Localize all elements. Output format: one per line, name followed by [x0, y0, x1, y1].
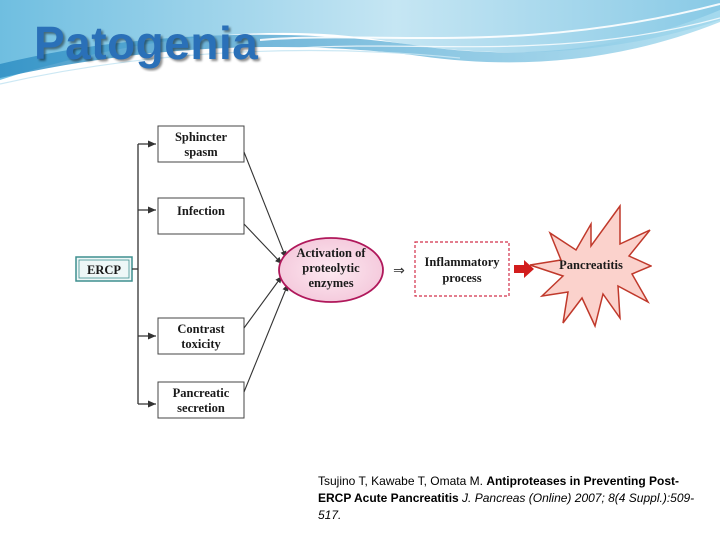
cause-bracket: [132, 140, 156, 408]
outcome-node: Pancreatitis: [529, 203, 652, 329]
mechanism-line1: Activation of: [296, 246, 366, 260]
cause-box-infection: Infection: [157, 197, 245, 235]
mechanism-line3: enzymes: [308, 276, 353, 290]
ercp-label: ERCP: [87, 263, 121, 277]
process-line2: process: [442, 271, 481, 285]
cause-box-contrast-toxicity: Contrast toxicity: [157, 317, 245, 355]
cause-box-sphincter-spasm: Sphincter spasm: [157, 125, 245, 163]
cause-box-pancreatic-secretion: Pancreatic secretion: [157, 381, 245, 419]
cause-line2: toxicity: [181, 337, 221, 351]
implies-arrow-icon: ⇒: [393, 263, 405, 279]
cause-line1: Pancreatic: [173, 386, 230, 400]
mechanism-line2: proteolytic: [302, 261, 360, 275]
cause-line1: Contrast: [177, 322, 225, 336]
pathogenesis-diagram: ERCP Sphincter spasm Infection Contrast …: [72, 72, 652, 464]
slide-title: Patogenia: [34, 17, 259, 69]
header-swoosh-decoration: [0, 0, 720, 85]
citation-title: Antiproteases in Preventing Post-ERCP Ac…: [318, 474, 680, 505]
process-node: Inflammatory process: [414, 241, 510, 297]
ercp-node: ERCP: [75, 256, 133, 282]
citation-journal: J. Pancreas (Online) 2007; 8(4 Suppl.):5…: [318, 491, 695, 522]
process-line1: Inflammatory: [425, 255, 501, 269]
cause-line1: Sphincter: [175, 130, 228, 144]
citation: Tsujino T, Kawabe T, Omata M. Antiprotea…: [318, 473, 708, 524]
converging-arrows: [243, 151, 289, 393]
outcome-label: Pancreatitis: [559, 258, 623, 272]
cause-line2: spasm: [184, 145, 218, 159]
cause-line2: secretion: [177, 401, 225, 415]
citation-authors: Tsujino T, Kawabe T, Omata M.: [318, 474, 487, 488]
cause-line1: Infection: [177, 204, 225, 218]
mechanism-node: Activation of proteolytic enzymes: [278, 237, 384, 303]
red-arrow-icon: [514, 260, 534, 278]
